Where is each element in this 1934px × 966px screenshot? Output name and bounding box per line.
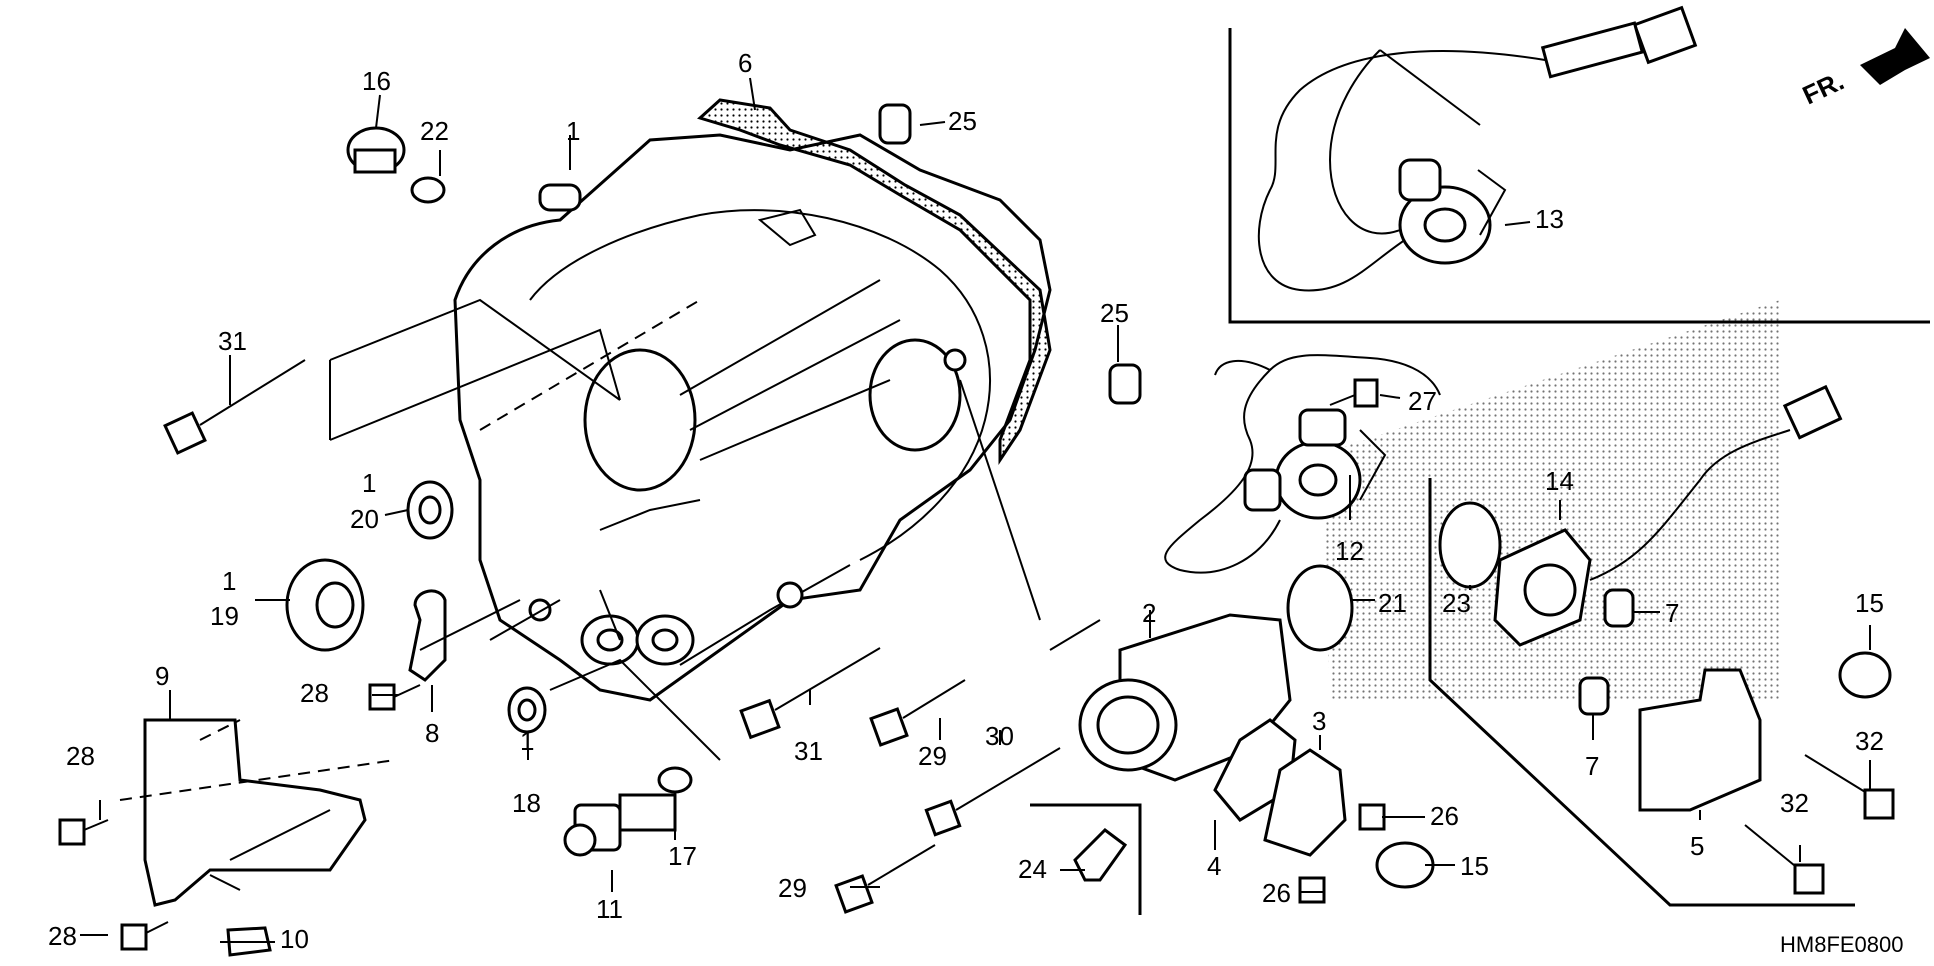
callout-31a: 31 (218, 326, 247, 356)
callout-1a: 1 (566, 116, 580, 146)
callout-11: 11 (596, 894, 623, 924)
oring-21 (1286, 564, 1354, 652)
front-label: FR. (1798, 66, 1849, 111)
callout-17: 17 (668, 841, 697, 871)
dowel-7b (1578, 676, 1610, 716)
stipple-area (1320, 300, 1780, 700)
callout-32a: 32 (1855, 726, 1884, 756)
callout-30: 30 (985, 721, 1014, 751)
callout-4: 4 (1207, 851, 1221, 881)
callout-29a: 29 (918, 741, 947, 771)
callout-28a: 28 (300, 678, 329, 708)
guard-9 (143, 718, 367, 907)
leader-lines (80, 77, 1871, 943)
callout-19: 19 (210, 601, 239, 631)
callout-20: 20 (350, 504, 379, 534)
callout-32b: 32 (1780, 788, 1809, 818)
callout-16: 16 (362, 66, 391, 96)
callout-15a: 15 (1855, 588, 1884, 618)
switch-assembly-12 (1164, 354, 1441, 574)
front-arrow-icon: FR. (1798, 28, 1930, 110)
inset-frame-top (1228, 28, 1930, 324)
callout-12: 12 (1335, 536, 1364, 566)
callout-23: 23 (1442, 588, 1471, 618)
seal-18 (507, 686, 547, 734)
grommet-15a (1838, 651, 1892, 699)
oil-seal-20 (406, 480, 454, 540)
callout-10: 10 (280, 924, 309, 954)
washer-17 (657, 766, 693, 794)
bolt-32-set (1744, 754, 1895, 895)
bolt-29b (834, 844, 936, 914)
callout-26b: 26 (1262, 878, 1291, 908)
oring-22 (410, 176, 446, 204)
cover-3 (1263, 748, 1347, 857)
callout-25a: 25 (948, 106, 977, 136)
callout-7b: 7 (1585, 751, 1599, 781)
callout-2: 2 (1142, 598, 1156, 628)
bearing-19 (285, 558, 365, 652)
callout-31b: 31 (794, 736, 823, 766)
dowel-25b (1108, 363, 1142, 405)
callout-27: 27 (1408, 386, 1437, 416)
wire-harness-13 (1257, 5, 1698, 292)
callout-9: 9 (155, 661, 169, 691)
callout-18: 18 (512, 788, 541, 818)
callout-14: 14 (1545, 466, 1574, 496)
bolt-26-set (1298, 803, 1386, 904)
rear-crankcase-cover-1 (453, 133, 1052, 702)
callout-1d: 1 (520, 726, 534, 756)
callout-24: 24 (1018, 854, 1047, 884)
callout-labels: 16 22 1 6 25 25 31 1 20 1 19 9 28 8 1 18… (48, 48, 1904, 957)
callout-15b: 15 (1460, 851, 1489, 881)
callout-7a: 7 (1665, 598, 1679, 628)
callout-1c: 1 (222, 566, 236, 596)
gasket-6 (697, 98, 1052, 465)
callout-28b: 28 (66, 741, 95, 771)
bolt-29a (869, 679, 966, 747)
bracket-8 (408, 589, 447, 682)
callout-8: 8 (425, 718, 439, 748)
bolt-31a (163, 359, 306, 455)
callout-13: 13 (1535, 204, 1564, 234)
callout-1b: 1 (362, 468, 376, 498)
grommet-15b (1375, 841, 1435, 889)
sensor-11 (563, 793, 677, 857)
bolt-30 (924, 747, 1061, 837)
plug-16 (346, 126, 406, 174)
dowel-25a (878, 103, 912, 145)
switch-14 (1493, 384, 1843, 647)
clamp-frame (1030, 803, 1142, 915)
clamp-24 (1073, 828, 1128, 882)
callout-5: 5 (1690, 831, 1704, 861)
dowel-7a (1603, 588, 1635, 628)
drawing-code: HM8FE0800 (1780, 932, 1904, 957)
callout-29b: 29 (778, 873, 807, 903)
bolt-28-set (58, 683, 421, 951)
callout-25b: 25 (1100, 298, 1129, 328)
callout-22: 22 (420, 116, 449, 146)
oring-23 (1438, 501, 1502, 589)
callout-6: 6 (738, 48, 752, 78)
callout-28c: 28 (48, 921, 77, 951)
bolt-31b (739, 647, 881, 740)
callout-21: 21 (1378, 588, 1407, 618)
plate-5 (1638, 668, 1762, 812)
callout-3: 3 (1312, 706, 1326, 736)
bolt-27 (1329, 378, 1379, 408)
callout-26a: 26 (1430, 801, 1459, 831)
